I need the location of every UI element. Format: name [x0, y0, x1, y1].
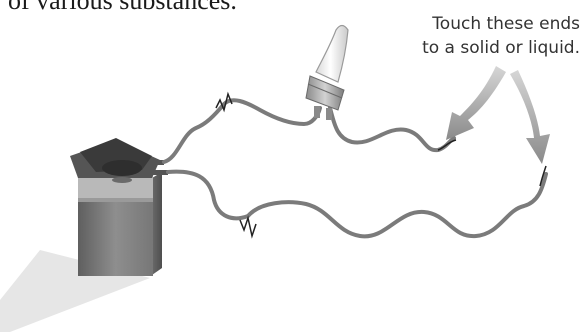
caption-fragment: of various substances.: [8, 0, 237, 15]
wire-battery-lower: [166, 169, 250, 221]
wire-long-wavy: [246, 172, 548, 239]
arrow-to-upper-end: [446, 66, 506, 140]
bare-end-lower: [539, 165, 547, 187]
callout-line-1: Touch these ends: [432, 14, 580, 34]
battery: [70, 138, 168, 276]
wire-to-bulb: [162, 98, 322, 164]
wire-from-bulb: [328, 106, 456, 153]
light-bulb: [305, 24, 349, 120]
bare-end-upper: [437, 139, 457, 151]
wire-splice-lower: [239, 215, 257, 239]
arrow-to-lower-end: [510, 70, 550, 164]
wire-splice-upper: [215, 91, 233, 113]
callout-label: Touch these ends to a solid or liquid.: [390, 12, 580, 60]
callout-line-2: to a solid or liquid.: [422, 38, 580, 58]
